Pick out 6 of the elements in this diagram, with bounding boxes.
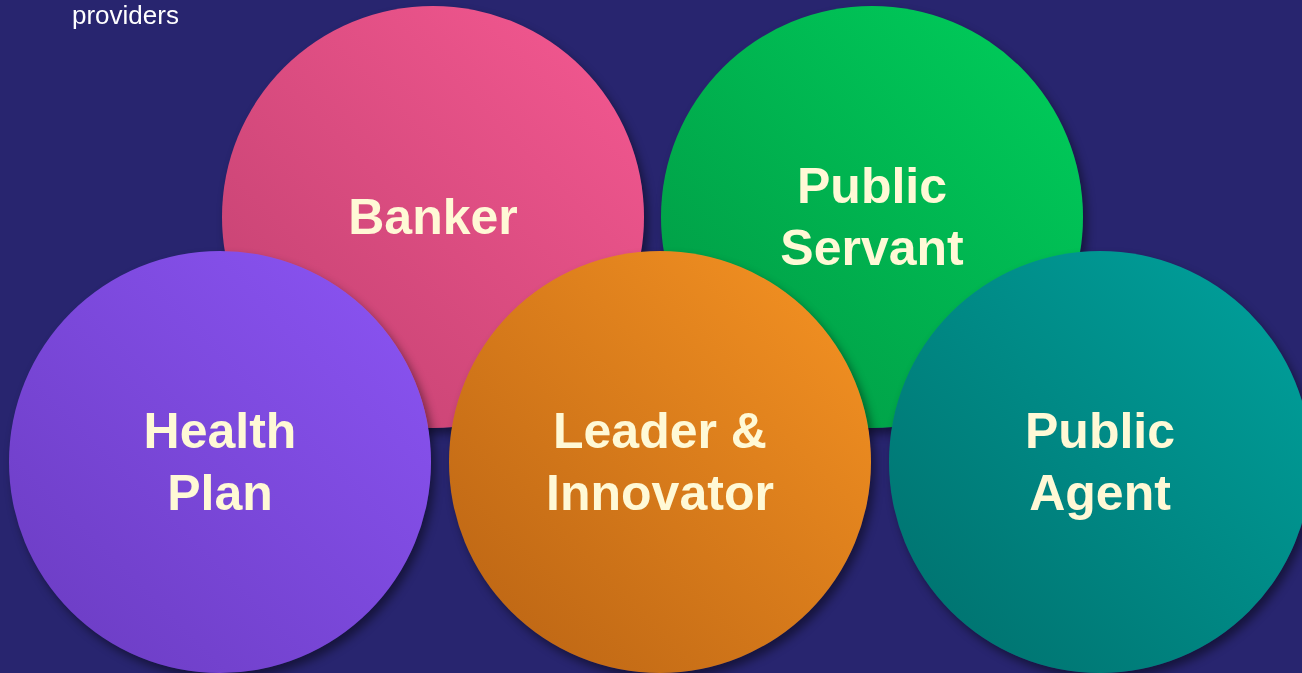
role-label: Public Servant [779, 157, 965, 278]
role-label: Health Plan [142, 402, 298, 523]
role-label: Public Agent [1024, 402, 1176, 523]
role-label: Leader & Innovator [545, 402, 775, 523]
note-text: providers [72, 0, 179, 30]
role-label: Banker [347, 188, 519, 247]
